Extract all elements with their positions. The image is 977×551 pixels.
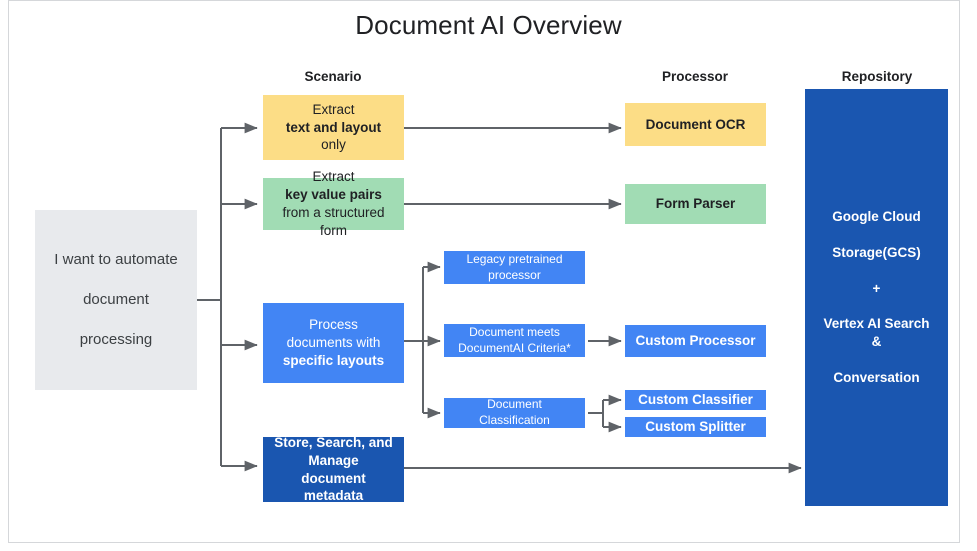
scenario-2-pre: Process documents with <box>286 317 381 351</box>
column-header-repository: Repository <box>841 69 913 84</box>
entry-label-line1: I want to automate <box>54 251 178 269</box>
processor-node-custom-classifier[interactable]: Custom Classifier <box>625 390 766 410</box>
criteria-label-document-meets-criteria: Document meets DocumentAI Criteria* <box>458 324 571 355</box>
processor-node-form-parser[interactable]: Form Parser <box>625 184 766 224</box>
processor-node-custom-splitter[interactable]: Custom Splitter <box>625 417 766 437</box>
scenario-3-strong: Store, Search, and Manage <box>274 434 393 468</box>
repository-line5: Conversation <box>833 370 920 386</box>
criteria-label-document-classification: Document Classification <box>479 397 550 427</box>
scenario-label-extract-key-value-pairs: Extract key value pairs from a structure… <box>263 168 404 240</box>
column-header-processor: Processor <box>661 69 729 84</box>
scenario-label-process-documents: Process documents with specific layouts <box>263 316 404 370</box>
repository-line1: Google Cloud <box>832 208 921 224</box>
processor-label-document-ocr: Document OCR <box>645 116 746 132</box>
entry-node-label: I want to automate document processing <box>38 250 193 350</box>
criteria-node-document-meets-criteria[interactable]: Document meets DocumentAI Criteria* <box>444 324 585 357</box>
repository-line4: Vertex AI Search & <box>823 316 930 350</box>
processor-label-custom-processor: Custom Processor <box>635 333 756 349</box>
processor-node-custom-processor[interactable]: Custom Processor <box>625 325 766 357</box>
scenario-1-post: from a structured form <box>282 205 385 238</box>
scenario-2-strong: specific layouts <box>282 352 385 368</box>
criteria-node-legacy-pretrained-processor[interactable]: Legacy pretrained processor <box>444 251 585 284</box>
scenario-3-post: document metadata <box>301 470 366 504</box>
column-header-scenario: Scenario <box>304 69 362 84</box>
scenario-node-extract-key-value-pairs[interactable]: Extract key value pairs from a structure… <box>263 169 404 238</box>
scenario-1-pre: Extract <box>312 169 355 185</box>
criteria-node-document-classification[interactable]: Document Classification <box>444 397 585 428</box>
criteria-label-legacy-pretrained-processor: Legacy pretrained processor <box>466 251 563 282</box>
processor-node-document-ocr[interactable]: Document OCR <box>625 103 766 146</box>
scenario-node-extract-text-and-layout[interactable]: Extract text and layout only <box>263 95 404 160</box>
scenario-label-store-search-manage: Store, Search, and Manage document metad… <box>263 434 404 506</box>
repository-line3: + <box>872 280 881 296</box>
scenario-label-extract-text-and-layout: Extract text and layout only <box>278 101 389 155</box>
repository-line2: Storage(GCS) <box>832 244 921 260</box>
processor-label-form-parser: Form Parser <box>655 196 736 212</box>
scenario-0-post: only <box>321 137 346 153</box>
processor-label-custom-classifier: Custom Classifier <box>638 392 753 408</box>
scenario-1-strong: key value pairs <box>285 187 382 203</box>
scenario-node-process-documents-specific-layouts[interactable]: Process documents with specific layouts <box>263 303 404 383</box>
processor-label-custom-splitter: Custom Splitter <box>645 419 746 435</box>
scenario-0-pre: Extract <box>312 101 355 117</box>
entry-label-line2: document <box>83 291 149 309</box>
entry-label-line3: processing <box>79 330 153 348</box>
page-title: Document AI Overview <box>355 10 622 40</box>
scenario-0-strong: text and layout <box>285 119 382 135</box>
entry-node-automate-document-processing[interactable]: I want to automate document processing <box>35 210 197 390</box>
scenario-node-store-search-manage-metadata[interactable]: Store, Search, and Manage document metad… <box>263 435 404 503</box>
